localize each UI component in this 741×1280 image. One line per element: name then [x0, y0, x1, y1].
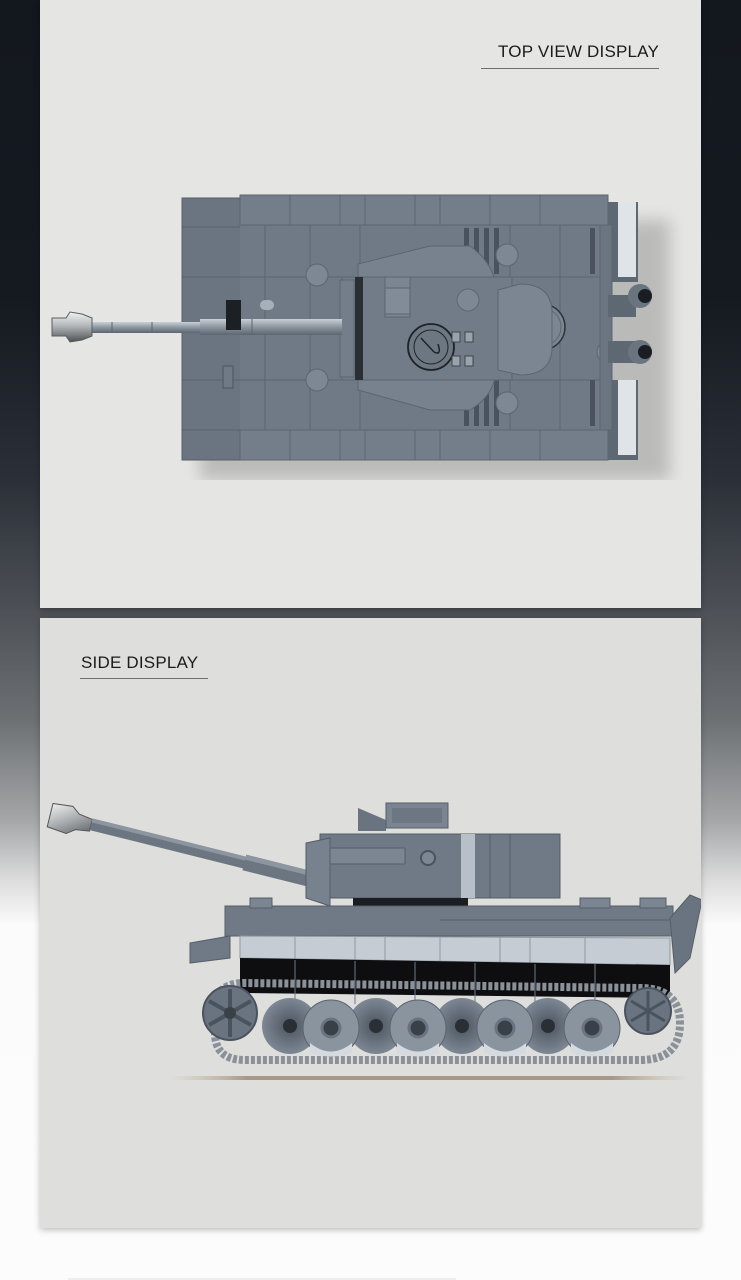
- tank-side-view-image: [46, 802, 701, 1080]
- tank-top-view-image: [51, 194, 670, 480]
- side-view-heading-underline: [80, 678, 208, 679]
- top-view-heading-underline: [481, 68, 659, 69]
- side-view-heading: SIDE DISPLAY: [81, 653, 199, 672]
- top-view-heading: TOP VIEW DISPLAY: [498, 42, 659, 61]
- next-section-edge: [68, 1278, 456, 1280]
- side-view-card: SIDE DISPLAY: [40, 618, 701, 1228]
- top-view-card: TOP VIEW DISPLAY: [40, 0, 701, 608]
